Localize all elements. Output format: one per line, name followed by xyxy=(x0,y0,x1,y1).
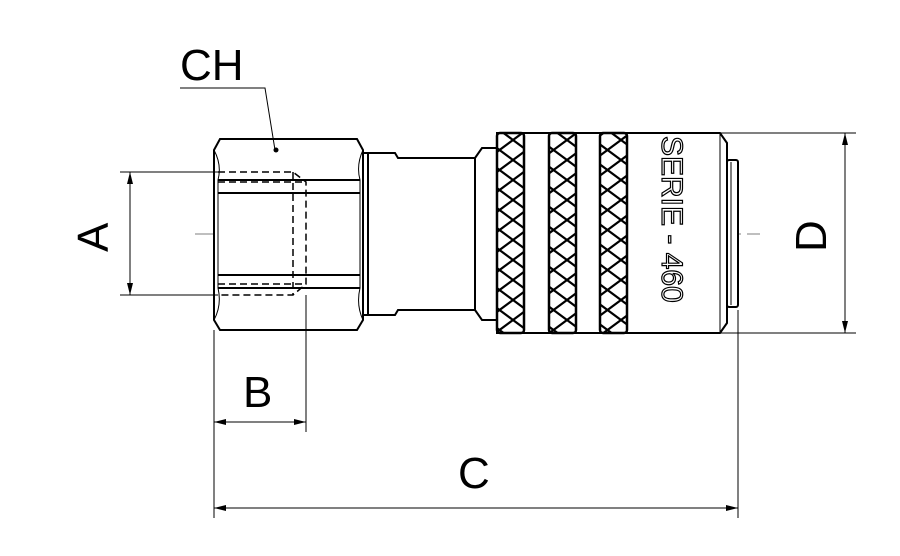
label-ch: CH xyxy=(180,41,244,90)
label-d: D xyxy=(787,220,836,252)
hex-nut xyxy=(213,138,364,331)
label-a: A xyxy=(69,222,118,252)
engraving-text: SERIE - 460 xyxy=(655,136,688,303)
sleeve: SERIE - 460 xyxy=(495,131,739,335)
knurl-band xyxy=(547,131,578,335)
coupling-body xyxy=(362,147,498,321)
label-c: C xyxy=(458,449,490,498)
knurl-band xyxy=(495,131,526,335)
ch-callout: CH xyxy=(180,41,279,153)
label-b: B xyxy=(243,368,272,417)
dimension-c: C xyxy=(214,310,739,518)
dimension-a: A xyxy=(69,171,218,296)
dimension-b: B xyxy=(213,295,307,518)
knurl-band xyxy=(598,131,629,335)
dimension-d: D xyxy=(720,132,856,334)
